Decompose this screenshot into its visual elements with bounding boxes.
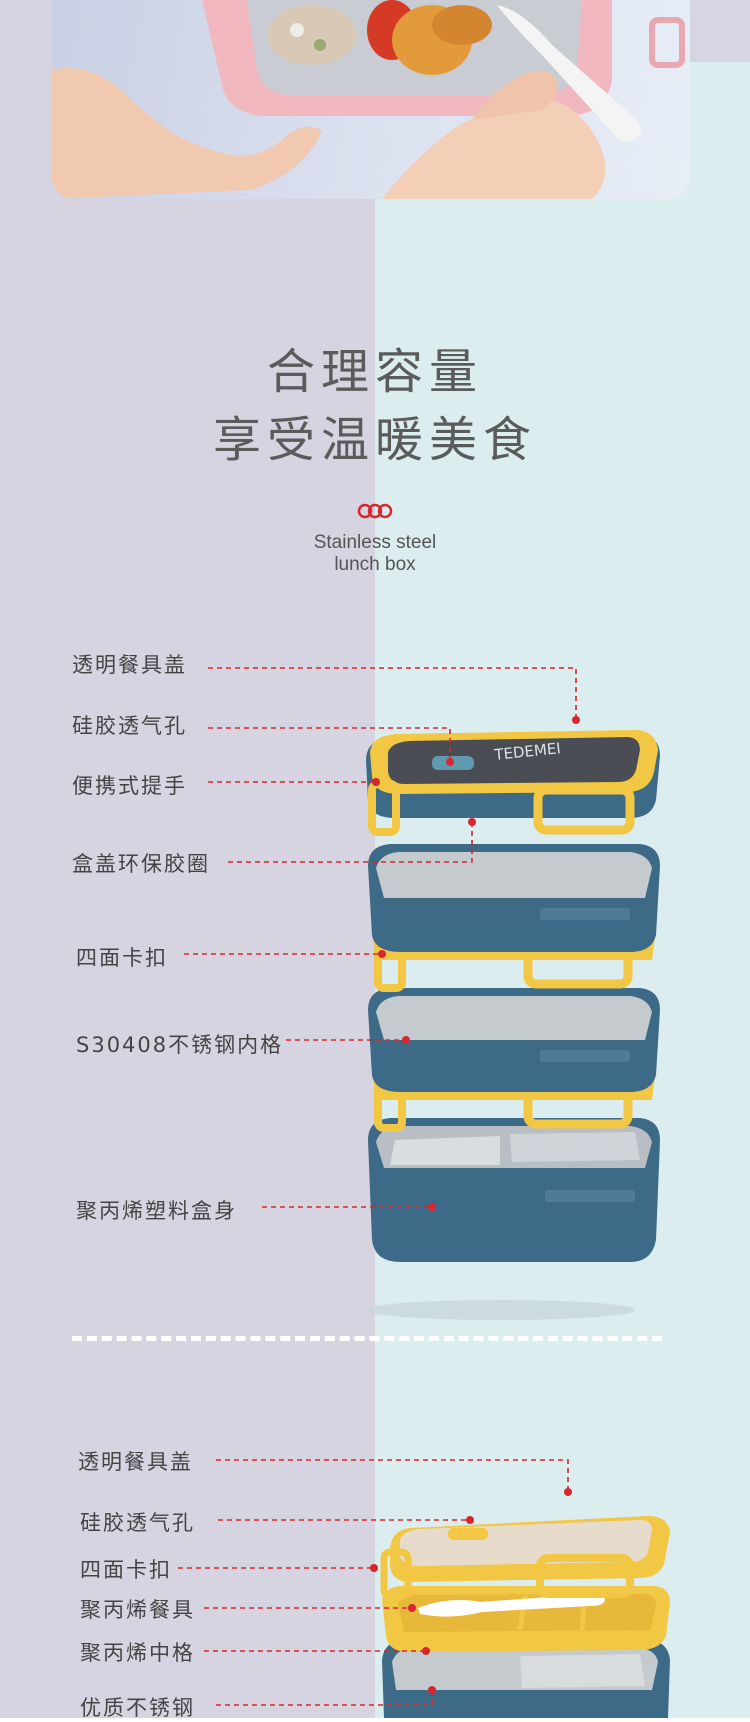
section-divider	[72, 1336, 662, 1341]
hero-photo	[52, 0, 690, 199]
label2-four-clips: 四面卡扣	[80, 1558, 172, 1582]
label-clear-lid: 透明餐具盖	[72, 653, 187, 677]
label-lid-gasket: 盒盖环保胶圈	[72, 852, 210, 876]
label2-steel: 优质不锈钢	[80, 1696, 195, 1720]
caption-line1: Stainless steel	[313, 532, 437, 553]
label-handle: 便携式提手	[72, 774, 187, 798]
label2-pp-middle: 聚丙烯中格	[80, 1641, 195, 1665]
label-steel-inner: S30408不锈钢内格	[76, 1033, 284, 1057]
label-four-clips: 四面卡扣	[76, 946, 168, 970]
label-vent-hole: 硅胶透气孔	[72, 714, 187, 738]
label2-clear-lid: 透明餐具盖	[78, 1450, 193, 1474]
label-pp-body: 聚丙烯塑料盒身	[76, 1199, 237, 1223]
background-corner	[690, 0, 750, 62]
headline-line2: 享受温暖美食	[212, 412, 537, 468]
brand-logo-icon	[357, 503, 393, 524]
caption-line2: lunch box	[334, 554, 416, 575]
label2-vent-hole: 硅胶透气孔	[80, 1511, 195, 1535]
headline-line1: 合理容量	[266, 344, 483, 400]
label2-pp-cutlery: 聚丙烯餐具	[80, 1598, 195, 1622]
background-left-panel	[0, 0, 375, 1718]
